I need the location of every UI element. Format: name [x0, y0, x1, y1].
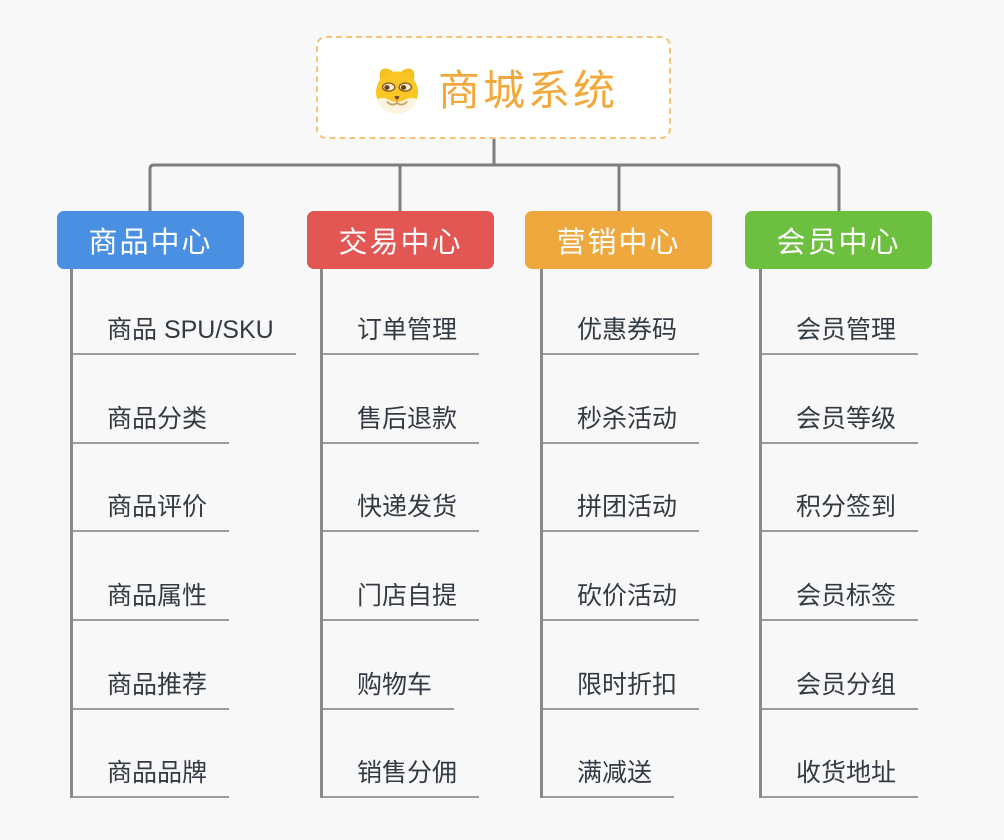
leaf-node[interactable]: 满减送	[543, 710, 675, 799]
leaf-node[interactable]: 门店自提	[323, 532, 480, 622]
leaf-node[interactable]: 会员分组	[762, 621, 919, 710]
branch-children-member-center: 会员管理会员等级积分签到会员标签会员分组收货地址	[759, 269, 919, 799]
branch-label: 商品中心	[88, 227, 213, 259]
branch-node-trade-center[interactable]: 交易中心	[307, 211, 494, 269]
root-title: 商城系统	[437, 67, 618, 114]
leaf-node[interactable]: 会员等级	[762, 355, 919, 444]
leaf-node[interactable]: 砍价活动	[543, 532, 700, 622]
leaf-node[interactable]: 销售分佣	[323, 710, 480, 799]
branch-node-member-center[interactable]: 会员中心	[745, 211, 932, 269]
branch-node-product-center[interactable]: 商品中心	[57, 211, 244, 269]
root-node[interactable]: 商城系统	[316, 36, 671, 139]
branch-label: 营销中心	[556, 227, 681, 259]
leaf-node[interactable]: 快递发货	[323, 444, 480, 533]
branch-label: 会员中心	[776, 227, 901, 259]
leaf-node[interactable]: 会员管理	[762, 269, 919, 355]
leaf-node[interactable]: 优惠券码	[543, 269, 700, 355]
leaf-node[interactable]: 商品 SPU/SKU	[73, 269, 296, 355]
doge-icon	[375, 68, 418, 113]
leaf-node[interactable]: 商品品牌	[73, 710, 230, 799]
branch-children-trade-center: 订单管理售后退款快递发货门店自提购物车销售分佣	[320, 269, 480, 799]
leaf-node[interactable]: 购物车	[323, 621, 455, 710]
leaf-node[interactable]: 拼团活动	[543, 444, 700, 533]
branch-node-marketing-center[interactable]: 营销中心	[525, 211, 712, 269]
leaf-node[interactable]: 售后退款	[323, 355, 480, 444]
leaf-node[interactable]: 限时折扣	[543, 621, 700, 710]
branch-children-marketing-center: 优惠券码秒杀活动拼团活动砍价活动限时折扣满减送	[540, 269, 700, 799]
leaf-node[interactable]: 积分签到	[762, 444, 919, 533]
branch-label: 交易中心	[338, 227, 463, 259]
leaf-node[interactable]: 秒杀活动	[543, 355, 700, 444]
leaf-node[interactable]: 商品属性	[73, 532, 230, 622]
leaf-node[interactable]: 订单管理	[323, 269, 480, 355]
leaf-node[interactable]: 商品推荐	[73, 621, 230, 710]
leaf-node[interactable]: 收货地址	[762, 710, 919, 799]
leaf-node[interactable]: 商品分类	[73, 355, 230, 444]
leaf-node[interactable]: 会员标签	[762, 532, 919, 622]
leaf-node[interactable]: 商品评价	[73, 444, 230, 533]
